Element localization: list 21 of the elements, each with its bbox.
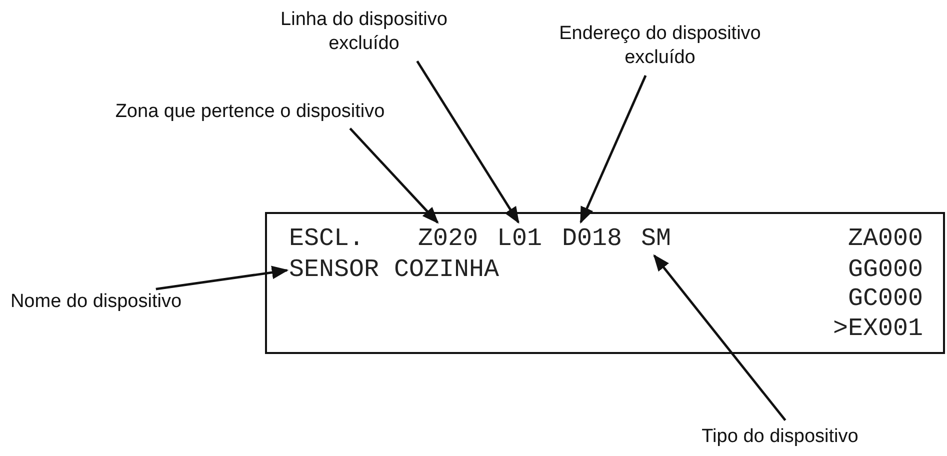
display-text: ZA000	[848, 224, 923, 254]
callout-text: Zona que pertence o dispositivo	[90, 100, 410, 124]
leader-arrow	[349, 128, 439, 224]
display-field: L01	[497, 224, 542, 254]
leader-arrow	[416, 60, 520, 224]
display-field: SM	[641, 224, 672, 254]
display-text: GC000	[848, 284, 923, 314]
display-field: D018	[562, 224, 622, 254]
display-panel	[265, 212, 945, 354]
callout-text: Nome do dispositivo	[6, 290, 186, 314]
display-text: ESCL.	[289, 224, 364, 254]
display-text: >EX001	[832, 314, 923, 344]
leader-arrow	[653, 254, 786, 422]
callout-text: Tipo do dispositivo	[690, 425, 870, 449]
callout-text: Linha do dispositivo excluído	[264, 8, 464, 56]
display-text: GG000	[848, 255, 923, 285]
callout-text: Endereço do dispositivo excluído	[540, 22, 780, 70]
display-field: SENSOR COZINHA	[289, 255, 500, 285]
leader-arrow	[156, 266, 289, 290]
display-field: Z020	[418, 224, 478, 254]
leader-arrow	[580, 75, 647, 224]
